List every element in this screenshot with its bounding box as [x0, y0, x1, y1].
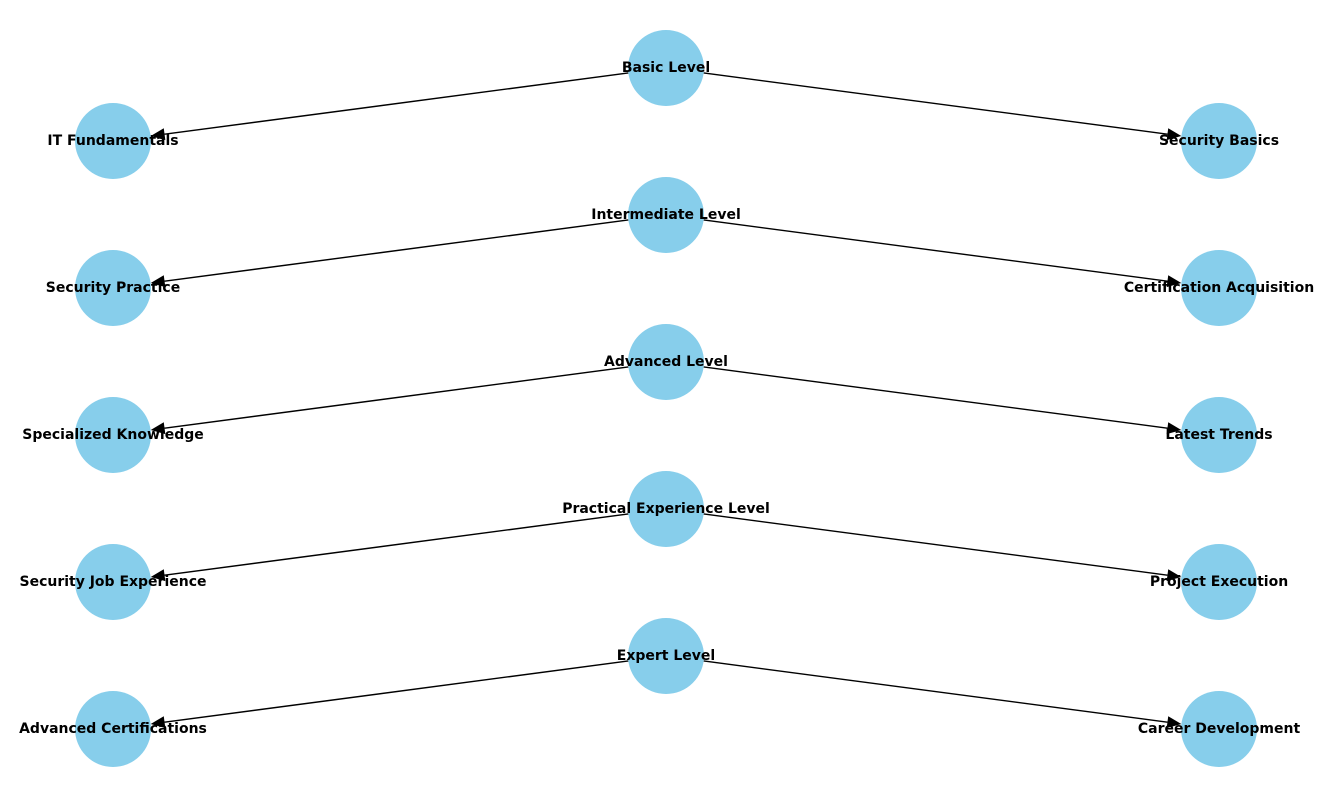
node-label: IT Fundamentals — [47, 133, 178, 149]
node-advanced-certifications: Advanced Certifications — [19, 691, 207, 767]
node-project-execution: Project Execution — [1150, 544, 1288, 620]
node-circle — [628, 618, 704, 694]
edge-intermediate-level-to-security-practice — [150, 219, 629, 288]
arrow-head — [150, 569, 166, 582]
node-circle — [75, 397, 151, 473]
node-label: Specialized Knowledge — [22, 427, 203, 443]
edge-line — [703, 219, 1168, 282]
edges-layer — [150, 72, 1182, 729]
arrow-head — [1166, 716, 1182, 729]
node-label: Certification Acquisition — [1124, 280, 1314, 296]
node-label: Security Practice — [46, 280, 180, 296]
node-circle — [1181, 544, 1257, 620]
node-label: Project Execution — [1150, 574, 1288, 590]
node-circle — [75, 544, 151, 620]
arrow-head — [150, 716, 166, 729]
node-security-practice: Security Practice — [46, 250, 180, 326]
edge-advanced-level-to-latest-trends — [703, 366, 1182, 435]
node-label: Advanced Certifications — [19, 721, 207, 737]
node-label: Career Development — [1138, 721, 1301, 737]
arrow-head — [150, 422, 166, 435]
node-circle — [75, 250, 151, 326]
node-advanced-level: Advanced Level — [604, 324, 728, 400]
edge-line — [164, 366, 629, 429]
edge-expert-level-to-career-development — [703, 660, 1182, 729]
edge-advanced-level-to-specialized-knowledge — [150, 366, 629, 435]
node-label: Intermediate Level — [591, 207, 741, 223]
node-circle — [628, 324, 704, 400]
node-label: Security Basics — [1159, 133, 1279, 149]
edge-line — [164, 72, 629, 135]
edge-line — [703, 660, 1168, 723]
node-label: Practical Experience Level — [562, 501, 770, 517]
arrow-head — [150, 128, 166, 141]
node-circle — [628, 471, 704, 547]
edge-line — [164, 513, 629, 576]
arrow-head — [1166, 422, 1182, 435]
node-certification-acquisition: Certification Acquisition — [1124, 250, 1314, 326]
node-circle — [1181, 691, 1257, 767]
node-label: Expert Level — [617, 648, 715, 664]
arrow-head — [1166, 128, 1182, 141]
edge-basic-level-to-security-basics — [703, 72, 1182, 141]
edge-practical-experience-level-to-project-execution — [703, 513, 1182, 582]
node-circle — [75, 691, 151, 767]
node-security-job-experience: Security Job Experience — [19, 544, 207, 620]
node-circle — [1181, 103, 1257, 179]
node-security-basics: Security Basics — [1159, 103, 1279, 179]
node-label: Advanced Level — [604, 354, 728, 370]
node-practical-experience-level: Practical Experience Level — [562, 471, 770, 547]
node-circle — [1181, 250, 1257, 326]
edge-expert-level-to-advanced-certifications — [150, 660, 629, 729]
node-label: Latest Trends — [1165, 427, 1272, 443]
arrow-head — [1166, 275, 1182, 288]
node-latest-trends: Latest Trends — [1165, 397, 1273, 473]
node-basic-level: Basic Level — [622, 30, 710, 106]
edge-line — [703, 513, 1168, 576]
node-circle — [1181, 397, 1257, 473]
edge-line — [703, 72, 1168, 135]
arrow-head — [1166, 569, 1182, 582]
edge-line — [164, 219, 629, 282]
edge-practical-experience-level-to-security-job-experience — [150, 513, 629, 582]
edge-basic-level-to-it-fundamentals — [150, 72, 629, 141]
node-career-development: Career Development — [1138, 691, 1301, 767]
edge-intermediate-level-to-certification-acquisition — [703, 219, 1182, 288]
node-circle — [628, 30, 704, 106]
edge-line — [164, 660, 629, 723]
node-intermediate-level: Intermediate Level — [591, 177, 741, 253]
node-it-fundamentals: IT Fundamentals — [47, 103, 179, 179]
node-label: Security Job Experience — [19, 574, 206, 590]
node-label: Basic Level — [622, 60, 710, 76]
node-circle — [75, 103, 151, 179]
arrow-head — [150, 275, 166, 288]
node-expert-level: Expert Level — [617, 618, 715, 694]
node-specialized-knowledge: Specialized Knowledge — [22, 397, 204, 473]
edge-line — [703, 366, 1168, 429]
nodes-layer: Basic Level IT Fundamentals Security Basic… — [19, 30, 1314, 767]
node-circle — [628, 177, 704, 253]
